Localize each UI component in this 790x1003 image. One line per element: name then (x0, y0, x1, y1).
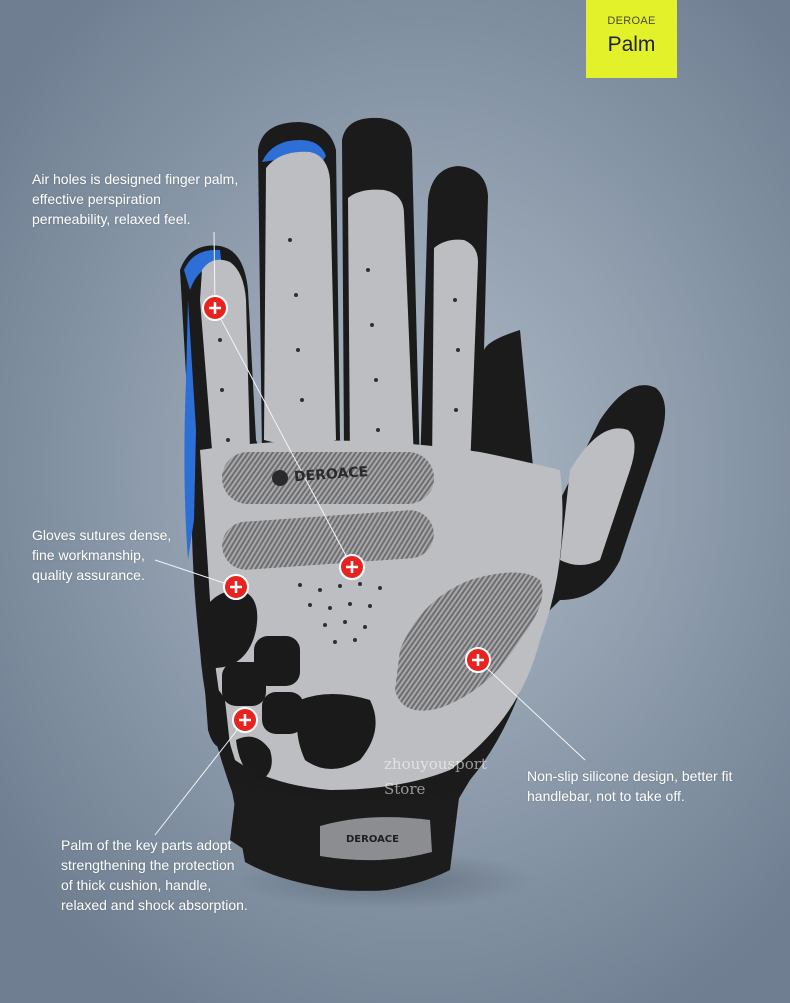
marker-air-holes[interactable] (202, 295, 228, 321)
callout-sutures: Gloves sutures dense, fine workmanship, … (32, 525, 171, 585)
callout-air-holes-line: Air holes is designed finger palm, (32, 171, 239, 187)
watermark-line1: zhouyousport (384, 755, 487, 773)
callout-palm-parts: Palm of the key parts adopt strengthenin… (61, 835, 248, 915)
badge-title: Palm (607, 33, 656, 56)
callout-non-slip: Non-slip silicone design, better fit han… (527, 766, 732, 806)
callout-sutures-line: Gloves sutures dense, (32, 527, 172, 543)
air-holes (218, 238, 460, 644)
finger-base-pad (222, 452, 434, 504)
thumb-base-pad (395, 572, 543, 711)
wrist-label-patch (320, 817, 432, 861)
palm-logo-text: DEROACE (294, 464, 369, 485)
callout-air-holes: Air holes is designed finger palm, effec… (32, 169, 238, 229)
badge-brand: DEROAE (607, 15, 656, 27)
watermark-line2: Store (384, 780, 426, 798)
callout-palm-parts-line: of thick cushion, handle, (61, 877, 212, 893)
wrist-logo-text: DEROACE (346, 834, 399, 845)
callout-palm-parts-line: relaxed and shock absorption. (61, 897, 248, 913)
callout-palm-parts-line: strengthening the protection (61, 857, 235, 873)
callout-non-slip-line: handlebar, not to take off. (527, 788, 685, 804)
callout-palm-parts-line: Palm of the key parts adopt (61, 837, 232, 853)
marker-palm-center[interactable] (339, 554, 365, 580)
callout-sutures-line: fine workmanship, (32, 547, 145, 563)
cushion-pads (199, 590, 376, 780)
palm-logo-mark (272, 470, 288, 486)
callout-sutures-line: quality assurance. (32, 567, 145, 583)
marker-non-slip[interactable] (465, 647, 491, 673)
marker-palm-parts[interactable] (232, 707, 258, 733)
callout-non-slip-line: Non-slip silicone design, better fit (527, 768, 733, 784)
marker-sutures[interactable] (223, 574, 249, 600)
callout-air-holes-line: permeability, relaxed feel. (32, 211, 191, 227)
side-accent (184, 300, 196, 560)
callout-air-holes-line: effective perspiration (32, 191, 161, 207)
palm-pad-strip (222, 510, 434, 570)
product-badge: DEROAE Palm (586, 0, 677, 78)
